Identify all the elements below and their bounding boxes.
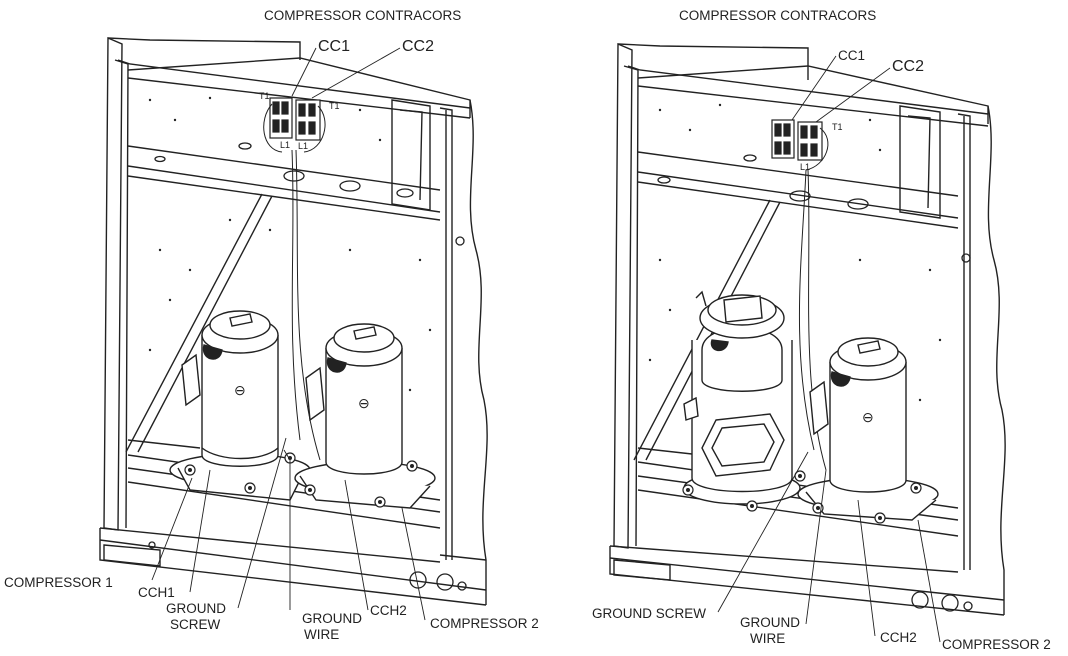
- right-ground-wire-label-1: GROUND: [740, 615, 800, 630]
- left-leader-lines: [151, 47, 426, 621]
- left-cch1-label: CCH1: [138, 585, 175, 600]
- svg-text:⊖: ⊖: [234, 382, 246, 398]
- left-panel-speckles: [148, 96, 432, 392]
- left-cc2-label: CC2: [402, 38, 435, 55]
- left-rail-holes: [148, 142, 467, 591]
- right-cc1-label: CC1: [838, 48, 866, 63]
- left-compressor-2: ⊖: [294, 323, 436, 509]
- left-compressor-1: ⊖: [169, 310, 311, 501]
- right-contactor-cc1: [771, 119, 795, 159]
- right-compressor-2-label: COMPRESSOR 2: [942, 637, 1051, 652]
- right-t1-label: T1: [832, 122, 843, 132]
- right-title: COMPRESSOR CONTRACORS: [679, 8, 877, 23]
- svg-text:⊖: ⊖: [862, 409, 874, 425]
- right-cc2-label: CC2: [892, 58, 925, 75]
- left-t1-label-a: T1: [259, 91, 270, 101]
- right-compressor-1: [683, 290, 801, 505]
- left-t1-label-b: T1: [329, 101, 340, 111]
- right-cch2-label: CCH2: [880, 630, 917, 645]
- left-l1-label-b: L1: [298, 141, 308, 151]
- left-title: COMPRESSOR CONTRACORS: [264, 8, 462, 23]
- left-ground-screw-label-1: GROUND: [166, 601, 226, 616]
- left-compressor-2-label: COMPRESSOR 2: [430, 616, 539, 631]
- left-ground-wire-label-2: WIRE: [304, 627, 340, 642]
- left-ground-wire-label-1: GROUND: [302, 611, 362, 626]
- left-cch2-label: CCH2: [370, 603, 407, 618]
- right-ground-screw-label: GROUND SCREW: [592, 606, 706, 621]
- right-heater-wires: [798, 127, 829, 471]
- right-rail-holes: [657, 154, 973, 612]
- left-l1-label-a: L1: [280, 140, 290, 150]
- right-ground-wire-label-2: WIRE: [750, 631, 786, 646]
- right-leader-lines: [717, 55, 941, 643]
- right-l1-label: L1: [800, 162, 810, 172]
- left-unit-cabinet: [99, 36, 488, 606]
- left-compressor-1-label: COMPRESSOR 1: [4, 575, 113, 590]
- left-heater-wires: [263, 103, 326, 461]
- right-panel-speckles: [648, 103, 942, 402]
- left-contactor-cc2: [295, 99, 321, 141]
- left-cc1-label: CC1: [318, 38, 351, 55]
- left-ground-screw-label-2: SCREW: [170, 617, 221, 632]
- left-contactor-cc1: [269, 97, 293, 139]
- right-compressor-2: ⊖: [797, 337, 939, 521]
- right-contactor-cc2: [797, 121, 823, 161]
- svg-text:⊖: ⊖: [358, 395, 370, 411]
